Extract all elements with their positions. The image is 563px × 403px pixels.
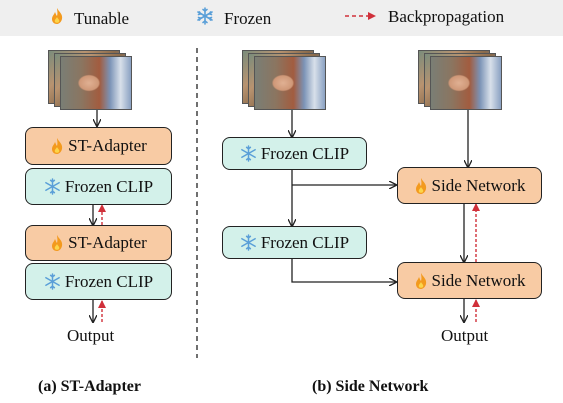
side-network-label-2: Side Network [431, 270, 526, 290]
dashed-arrow-icon [344, 7, 378, 27]
frozen-clip-box-left-1: Frozen CLIP [25, 168, 172, 205]
caption-side-network: (b) Side Network [312, 378, 429, 395]
frozen-clip-label-left-1: Frozen CLIP [64, 176, 154, 196]
frozen-clip-label-left-2: Frozen CLIP [64, 271, 154, 291]
legend-tunable: Tunable [50, 7, 129, 30]
frozen-clip-label-right-1: Frozen CLIP [260, 143, 350, 163]
st-adapter-box-2: ST-Adapter [25, 225, 172, 261]
fire-icon [414, 177, 428, 195]
side-network-box-2: Side Network [397, 262, 542, 299]
snowflake-icon [196, 7, 214, 30]
output-label-left: Output [67, 326, 115, 345]
snowflake-icon [240, 234, 257, 251]
legend-tunable-label: Tunable [74, 8, 130, 28]
frozen-clip-box-right-2: Frozen CLIP [222, 226, 367, 259]
st-adapter-label-2: ST-Adapter [68, 233, 147, 252]
snowflake-icon [44, 178, 61, 195]
side-network-box-1: Side Network [397, 167, 542, 204]
caption-st-adapter: (a) ST-Adapter [38, 378, 141, 395]
frozen-clip-box-right-1: Frozen CLIP [222, 137, 367, 170]
side-network-label-1: Side Network [431, 175, 526, 195]
fire-icon [50, 234, 64, 252]
output-label-right: Output [441, 326, 489, 345]
legend-bar: Tunable Frozen Backpropagation [0, 0, 563, 36]
fire-icon [414, 272, 428, 290]
fire-icon [50, 137, 64, 155]
fire-icon [50, 7, 64, 30]
legend-backprop-label: Backpropagation [388, 7, 505, 26]
st-adapter-label-1: ST-Adapter [68, 136, 147, 155]
snowflake-icon [240, 145, 257, 162]
legend-frozen: Frozen [196, 7, 271, 30]
st-adapter-box-1: ST-Adapter [25, 127, 172, 165]
frozen-clip-label-right-2: Frozen CLIP [260, 232, 350, 252]
legend-frozen-label: Frozen [224, 8, 272, 28]
snowflake-icon [44, 273, 61, 290]
frozen-clip-box-left-2: Frozen CLIP [25, 263, 172, 300]
arrow-clip2-to-side2 [291, 259, 396, 282]
legend-backprop: Backpropagation [344, 7, 504, 27]
